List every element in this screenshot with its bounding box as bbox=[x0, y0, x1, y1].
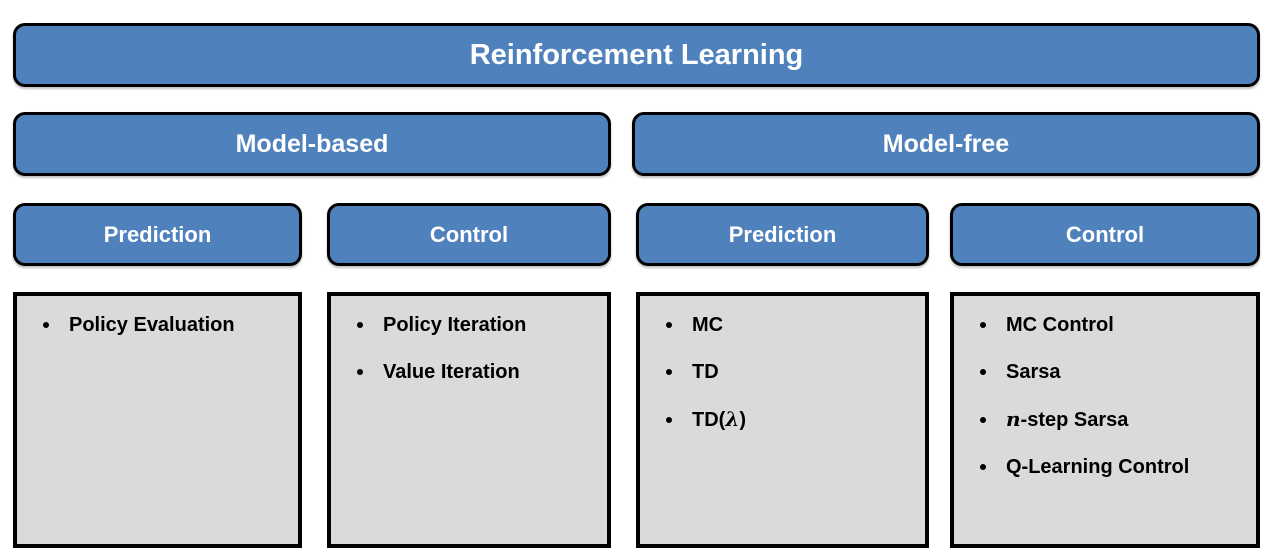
list-item-label: Policy Evaluation bbox=[69, 314, 235, 336]
node-model-free: Model-free bbox=[632, 112, 1260, 176]
panel-model-free-prediction: MC TD TD(λ) bbox=[636, 292, 929, 548]
list-item: Sarsa bbox=[980, 358, 1250, 386]
bullet-icon bbox=[666, 416, 672, 423]
list-item-label: MC Control bbox=[1006, 314, 1114, 336]
bullet-icon bbox=[666, 322, 672, 328]
list-item: TD(λ) bbox=[666, 405, 919, 434]
list-item: MC Control bbox=[980, 311, 1250, 339]
bullet-icon bbox=[43, 322, 49, 328]
list-item-label: Value Iteration bbox=[383, 361, 520, 383]
list-item-label: Sarsa bbox=[1006, 361, 1061, 383]
list-item: n-step Sarsa bbox=[980, 405, 1250, 434]
node-label: Control bbox=[1065, 221, 1145, 247]
node-label: Model-free bbox=[882, 129, 1010, 158]
list-item-label: Q-Learning Control bbox=[1006, 456, 1190, 478]
list-item-label: TD(λ) bbox=[692, 407, 747, 431]
list-item: Policy Iteration bbox=[357, 311, 601, 339]
bullet-icon bbox=[980, 416, 986, 423]
node-model-based: Model-based bbox=[13, 112, 611, 176]
bullet-icon bbox=[980, 464, 986, 470]
bullet-icon bbox=[357, 369, 363, 375]
list-item: Value Iteration bbox=[357, 358, 601, 386]
list-item: Policy Evaluation bbox=[43, 311, 292, 339]
node-model-free-control: Control bbox=[950, 203, 1260, 266]
node-label: Control bbox=[429, 221, 509, 247]
node-reinforcement-learning: Reinforcement Learning bbox=[13, 23, 1260, 87]
algorithm-list: MC TD TD(λ) bbox=[640, 296, 925, 434]
node-label: Reinforcement Learning bbox=[469, 38, 804, 71]
list-item: Q-Learning Control bbox=[980, 453, 1250, 481]
node-model-based-control: Control bbox=[327, 203, 611, 266]
list-item: TD bbox=[666, 358, 919, 386]
node-model-free-prediction: Prediction bbox=[636, 203, 929, 266]
algorithm-list: Policy Evaluation bbox=[17, 296, 298, 339]
list-item-label: MC bbox=[692, 314, 724, 336]
bullet-icon bbox=[357, 322, 363, 328]
list-item-label: TD bbox=[692, 361, 719, 383]
node-label: Prediction bbox=[103, 221, 212, 247]
bullet-icon bbox=[980, 369, 986, 375]
bullet-icon bbox=[980, 322, 986, 328]
node-model-based-prediction: Prediction bbox=[13, 203, 302, 266]
list-item: MC bbox=[666, 311, 919, 339]
panel-model-based-prediction: Policy Evaluation bbox=[13, 292, 302, 548]
node-label: Prediction bbox=[728, 221, 837, 247]
list-item-label: Policy Iteration bbox=[383, 314, 527, 336]
list-item-label: n-step Sarsa bbox=[1006, 407, 1129, 431]
bullet-icon bbox=[666, 369, 672, 375]
node-label: Model-based bbox=[235, 129, 389, 158]
